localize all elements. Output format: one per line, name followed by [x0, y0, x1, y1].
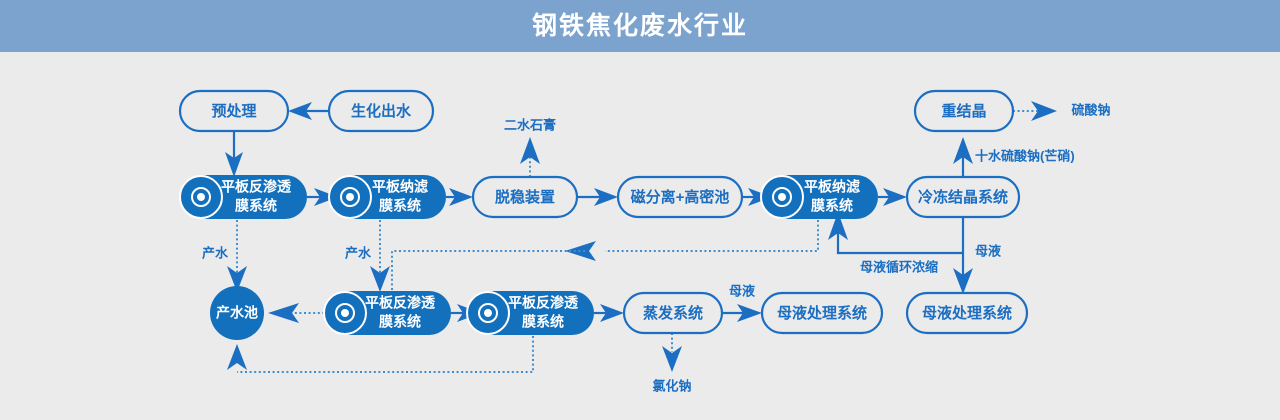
node-nf-membrane-system-1[interactable]: 平板纳滤 膜系统 — [328, 175, 446, 219]
edge-nf2-recycle-to-ro2 — [391, 220, 819, 294]
node-freeze-crystallization-system[interactable]: 冷冻结晶系统 — [905, 175, 1021, 219]
edge-nf1-to-ro2 — [370, 220, 390, 292]
membrane-disc-icon — [179, 175, 223, 219]
edge-recrystallize-to-sodium-sulfate — [1013, 101, 1057, 121]
node-label: 重结晶 — [941, 102, 986, 120]
membrane-disc-icon — [328, 175, 372, 219]
edge-destabilizer-to-magsep — [577, 188, 618, 206]
node-bio-effluent[interactable]: 生化出水 — [327, 89, 435, 133]
flow-svg: 预处理 生化出水 平板反渗透 膜系统 — [178, 89, 1111, 393]
edge-label-mother-liquor: 母液 — [975, 243, 1001, 258]
edge-ro2-to-product-pool — [268, 303, 329, 323]
node-label: 生化出水 — [351, 102, 412, 120]
edge-nf1-to-destabilizer — [446, 188, 473, 206]
node-label: 脱稳装置 — [495, 188, 555, 206]
node-ro-membrane-system-3[interactable]: 平板反渗透 膜系统 — [466, 291, 594, 335]
edge-destabilizer-to-gypsum — [520, 137, 540, 177]
node-label: 预处理 — [211, 102, 256, 120]
edge-ro1-to-nf1 — [307, 188, 338, 206]
node-mother-liquor-treatment-1[interactable]: 母液处理系统 — [760, 291, 884, 335]
edge-ro3-to-evaporation — [594, 304, 624, 322]
node-label-line1: 平板纳滤 — [804, 179, 860, 195]
node-destabilizer[interactable]: 脱稳装置 — [471, 175, 579, 219]
byproduct-label-sodium-sulfate: 硫酸钠 — [1071, 102, 1110, 117]
node-product-water-pool[interactable]: 产水池 — [210, 286, 264, 340]
edge-mother-liquor-recycle-to-nf2 — [828, 212, 963, 255]
byproduct-label-sodium-chloride: 氯化钠 — [652, 378, 691, 393]
edge-label-product-water-2: 产水 — [345, 245, 372, 260]
edge-evaporation-to-mother-liquor-1 — [722, 304, 762, 322]
node-evaporation-system[interactable]: 蒸发系统 — [622, 291, 724, 335]
node-pretreatment[interactable]: 预处理 — [178, 89, 290, 133]
edge-bio-to-pretreatment — [288, 102, 329, 120]
node-label-line1: 平板反渗透 — [221, 179, 292, 195]
node-label-line1: 平板反渗透 — [508, 295, 579, 311]
membrane-disc-icon — [323, 291, 367, 335]
node-label: 蒸发系统 — [643, 304, 703, 322]
node-label-line2: 膜系统 — [235, 198, 277, 214]
edge-ro3-recycle-to-product-pool — [227, 336, 534, 373]
node-label: 产水池 — [216, 305, 258, 321]
node-recrystallization[interactable]: 重结晶 — [913, 89, 1015, 133]
node-label: 冷冻结晶系统 — [918, 188, 1008, 206]
edge-pretreatment-to-ro1 — [225, 131, 243, 177]
edge-evaporation-to-sodium-chloride — [662, 333, 682, 372]
edge-freeze-to-mother-liquor-2 — [953, 217, 973, 294]
node-label-line1: 平板反渗透 — [365, 295, 436, 311]
node-nf-membrane-system-2[interactable]: 平板纳滤 膜系统 — [760, 175, 878, 219]
node-label: 磁分离+高密池 — [631, 188, 730, 206]
node-label-line1: 平板纳滤 — [372, 179, 428, 195]
header-bar: 钢铁焦化废水行业 — [0, 0, 1280, 52]
byproduct-label-gypsum: 二水石膏 — [504, 117, 556, 132]
edge-label-product-water-1: 产水 — [202, 245, 229, 260]
page-title: 钢铁焦化废水行业 — [531, 11, 748, 40]
membrane-disc-icon — [466, 291, 510, 335]
node-label-line2: 膜系统 — [811, 198, 853, 214]
node-label: 母液处理系统 — [922, 304, 1012, 322]
node-label-line2: 膜系统 — [522, 314, 564, 330]
node-magnetic-separation-high-density-tank[interactable]: 磁分离+高密池 — [616, 175, 744, 219]
node-ro-membrane-system-1[interactable]: 平板反渗透 膜系统 — [179, 175, 307, 219]
node-label-line2: 膜系统 — [379, 314, 421, 330]
edge-ro1-to-product-pool — [227, 220, 247, 292]
node-label: 母液处理系统 — [777, 304, 867, 322]
edge-label-glauber-salt: 十水硫酸钠(芒硝) — [975, 148, 1075, 163]
node-mother-liquor-treatment-2[interactable]: 母液处理系统 — [905, 291, 1029, 335]
node-ro-membrane-system-2[interactable]: 平板反渗透 膜系统 — [323, 291, 451, 335]
edge-freeze-to-recrystallize — [953, 137, 973, 177]
edge-label-mother-liquor-evap: 母液 — [729, 283, 755, 298]
node-label-line2: 膜系统 — [379, 198, 421, 214]
edge-nf2-to-freeze — [878, 188, 907, 206]
membrane-disc-icon — [760, 175, 804, 219]
edge-label-mother-liquor-recycle: 母液循环浓缩 — [860, 259, 938, 274]
flow-diagram-canvas: 预处理 生化出水 平板反渗透 膜系统 — [0, 52, 1280, 420]
